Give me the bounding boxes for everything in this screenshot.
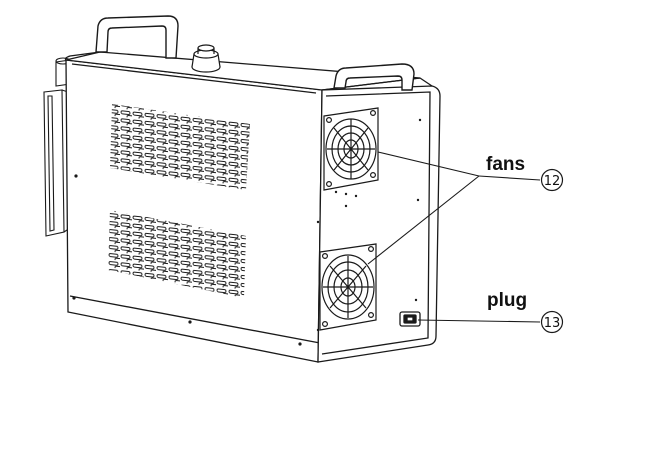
power-socket: [399, 311, 421, 327]
callout-label-plug: plug: [487, 290, 527, 311]
callout-number-badge-13: 13: [540, 310, 564, 334]
vent-grille-upper: [110, 104, 250, 190]
cabinet-side-panel: [64, 51, 323, 363]
fan-upper: [323, 107, 379, 191]
handle-right: [333, 63, 415, 91]
panel-screws: [72, 118, 422, 346]
cabinet-top: [65, 51, 433, 91]
callout-number-12: 12: [544, 174, 561, 189]
fan-lower: [319, 243, 377, 331]
handle-left: [95, 15, 179, 59]
callout-number-badge-12: 12: [540, 168, 564, 192]
callout-number-13: 13: [544, 316, 561, 331]
leader-lines: [367, 151, 541, 323]
side-tank: [43, 57, 71, 237]
callout-label-fans: fans: [486, 154, 525, 175]
vent-grille-lower: [108, 210, 246, 298]
filler-cap: [191, 44, 221, 73]
